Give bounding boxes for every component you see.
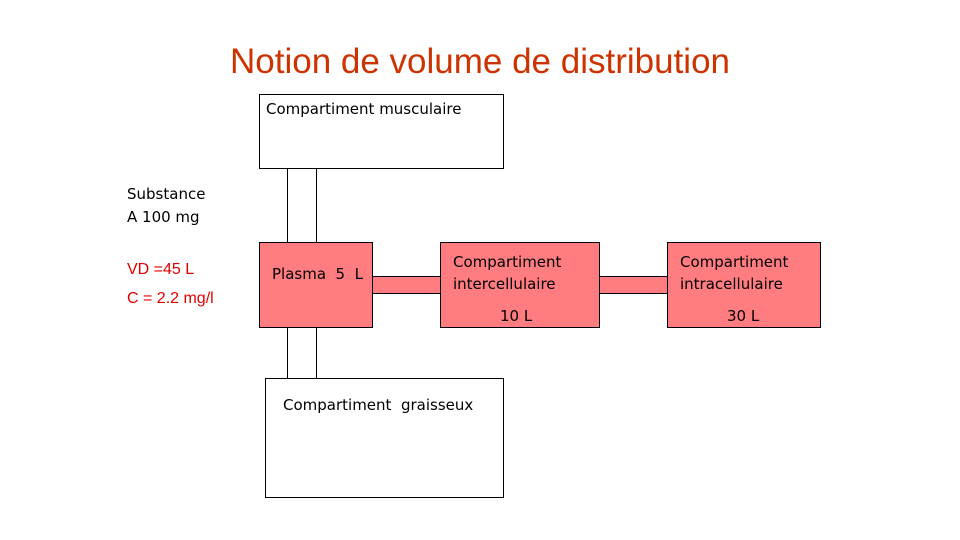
compartment-musculaire-label: Compartiment musculaire — [266, 100, 462, 118]
compartment-intracellulaire-label: Compartiment intracellulaire — [680, 253, 789, 293]
substance-name: Substance — [127, 185, 206, 203]
slide-title: Notion de volume de distribution — [229, 42, 730, 81]
compartment-intercellulaire: Compartiment intercellulaire 10 L — [440, 242, 600, 328]
compartment-intracellulaire: Compartiment intracellulaire 30 L — [667, 242, 821, 328]
distribution-volume: VD =45 L — [127, 261, 195, 278]
connector-plasma-musculaire — [287, 167, 317, 243]
plasma-concentration: C = 2.2 mg/l — [127, 290, 214, 307]
compartment-plasma: Plasma 5 L — [259, 242, 373, 328]
compartment-graisseux: Compartiment graisseux — [265, 378, 504, 498]
compartment-intracellulaire-volume: 30 L — [727, 307, 760, 325]
compartment-graisseux-label: Compartiment graisseux — [283, 396, 474, 414]
compartment-intercellulaire-label: Compartiment intercellulaire — [453, 253, 562, 293]
connector-plasma-graisseux — [287, 327, 317, 379]
substance-amount: A 100 mg — [127, 208, 200, 226]
compartment-plasma-label: Plasma 5 L — [272, 265, 363, 283]
connector-intercellulaire-intracellulaire — [599, 276, 668, 294]
connector-plasma-intercellulaire — [372, 276, 441, 294]
compartment-intercellulaire-volume: 10 L — [500, 307, 533, 325]
compartment-musculaire: Compartiment musculaire — [259, 94, 504, 169]
